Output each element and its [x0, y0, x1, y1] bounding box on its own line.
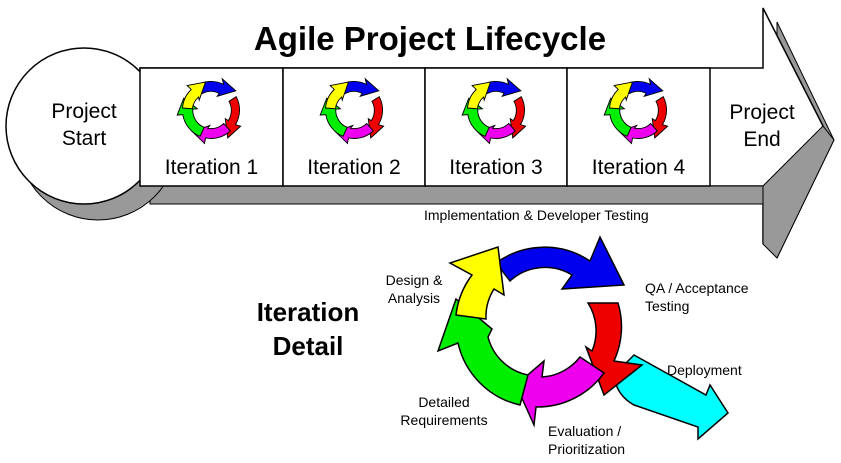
- phase-label-qa-line2: Testing: [645, 298, 690, 314]
- phase-label-requirements: Detailed Requirements: [394, 393, 494, 429]
- start-label: Project Start: [30, 98, 138, 152]
- start-label-line1: Project: [51, 100, 117, 123]
- iteration-detail-heading: Iteration Detail: [238, 295, 378, 363]
- design-arrow: [448, 245, 505, 320]
- phase-label-design-line2: Analysis: [387, 290, 441, 306]
- boxes-shadow: [149, 185, 764, 205]
- end-label-line1: Project: [729, 101, 795, 124]
- page-title: Agile Project Lifecycle: [253, 20, 607, 57]
- iteration-label-2: Iteration 2: [307, 156, 401, 179]
- iteration-label-4: Iteration 4: [591, 156, 686, 179]
- end-label-line2: End: [743, 128, 781, 151]
- iteration-detail-cycle: [436, 235, 729, 441]
- start-label-line2: Start: [61, 127, 107, 150]
- iteration-detail-heading-line1: Iteration: [256, 297, 360, 327]
- phase-label-evaluation-line2: Prioritization: [548, 441, 626, 457]
- iteration-label-1: Iteration 1: [164, 156, 259, 179]
- implementation-arrow: [494, 235, 626, 290]
- deployment-label: Deployment: [667, 362, 742, 378]
- phase-label-design-line1: Design &: [385, 272, 443, 288]
- phase-label-qa-line1: QA / Acceptance: [645, 280, 749, 296]
- end-label: Project End: [708, 99, 816, 153]
- phase-label-requirements-line2: Requirements: [400, 412, 488, 428]
- requirements-arrow: [436, 297, 529, 406]
- iteration-detail-heading-line2: Detail: [272, 331, 344, 361]
- iteration-label-3: Iteration 3: [449, 156, 543, 179]
- phase-label-requirements-line1: Detailed: [418, 394, 470, 410]
- phase-label-implementation: Implementation & Developer Testing: [424, 207, 649, 223]
- evaluation-arrow: [515, 355, 606, 428]
- phase-label-evaluation: Evaluation / Prioritization: [548, 422, 625, 458]
- phase-label-design: Design & Analysis: [374, 271, 454, 307]
- phase-label-qa: QA / Acceptance Testing: [645, 279, 749, 315]
- phase-label-evaluation-line1: Evaluation /: [548, 423, 622, 439]
- arrow-side-shadow: [762, 125, 835, 259]
